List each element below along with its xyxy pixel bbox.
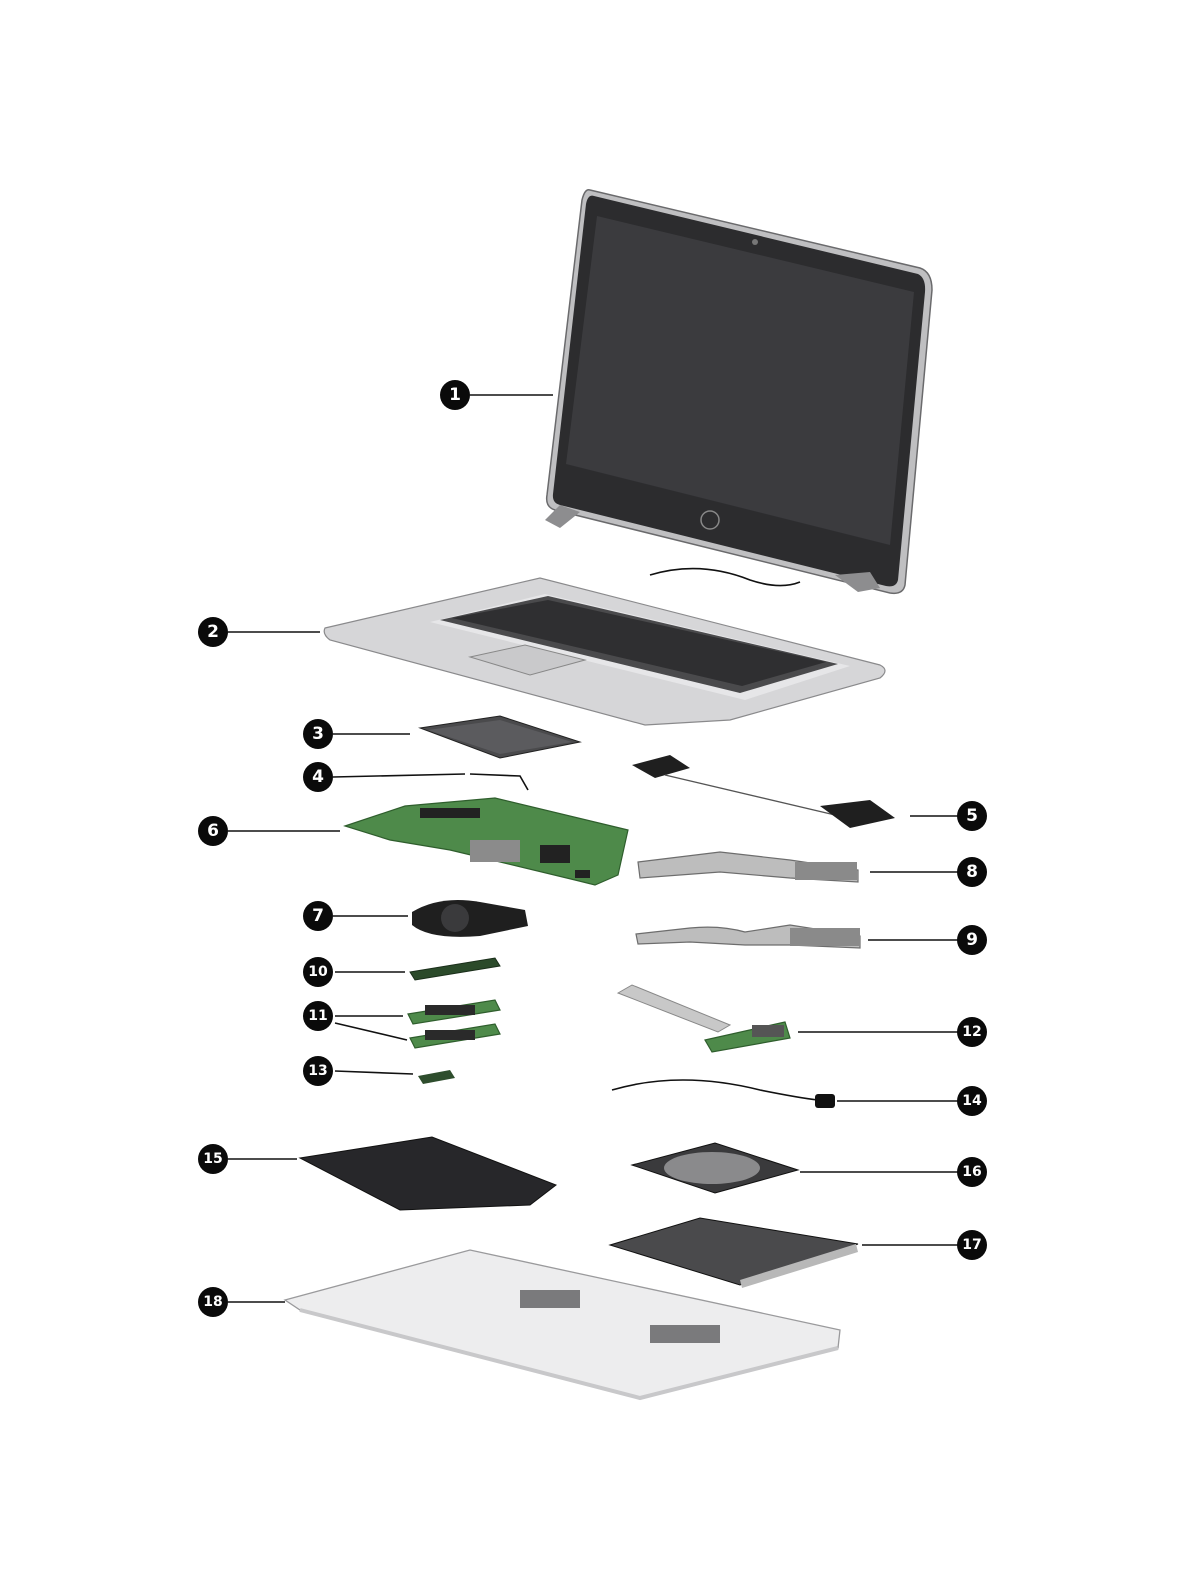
callout-17: 17	[957, 1230, 987, 1260]
system-board	[345, 798, 628, 885]
callout-10: 10	[303, 957, 333, 987]
optical-drive	[610, 1218, 858, 1288]
svg-text:5: 5	[966, 806, 978, 826]
speakers	[632, 755, 895, 828]
callout-14: 14	[957, 1086, 987, 1116]
svg-text:8: 8	[966, 862, 978, 882]
callout-6: 6	[198, 816, 228, 846]
svg-text:9: 9	[966, 930, 978, 950]
heat-sink-8	[638, 852, 858, 882]
svg-text:17: 17	[962, 1237, 981, 1253]
svg-text:13: 13	[308, 1063, 327, 1079]
wlan-module	[418, 1070, 455, 1084]
callout-11: 11	[303, 1001, 333, 1031]
touchpad	[420, 716, 580, 758]
svg-text:15: 15	[203, 1151, 222, 1167]
svg-text:16: 16	[962, 1164, 981, 1180]
fan	[412, 900, 528, 937]
callout-1: 1	[440, 380, 470, 410]
svg-text:18: 18	[203, 1294, 222, 1310]
usb-board-cable	[618, 985, 790, 1052]
callout-9: 9	[957, 925, 987, 955]
touchpad-cable	[470, 774, 528, 790]
svg-text:12: 12	[962, 1024, 981, 1040]
svg-text:3: 3	[312, 724, 324, 744]
callout-13: 13	[303, 1056, 333, 1086]
solid-state-drive	[410, 958, 500, 980]
svg-text:10: 10	[308, 964, 328, 980]
callout-4: 4	[303, 762, 333, 792]
callout-15: 15	[198, 1144, 228, 1174]
svg-text:11: 11	[308, 1008, 327, 1024]
callout-12: 12	[957, 1017, 987, 1047]
svg-text:6: 6	[207, 821, 219, 841]
callout-2: 2	[198, 617, 228, 647]
hard-drive	[632, 1143, 798, 1193]
battery	[300, 1137, 556, 1210]
svg-text:7: 7	[312, 906, 324, 926]
callout-7: 7	[303, 901, 333, 931]
top-cover-keyboard	[324, 578, 885, 725]
svg-text:4: 4	[312, 767, 324, 787]
svg-text:14: 14	[962, 1093, 982, 1109]
callout-8: 8	[957, 857, 987, 887]
svg-text:2: 2	[207, 622, 219, 642]
memory-modules	[408, 1000, 500, 1048]
heat-sink-9	[636, 925, 860, 948]
callout-3: 3	[303, 719, 333, 749]
power-connector-cable	[612, 1080, 835, 1108]
callout-18: 18	[198, 1287, 228, 1317]
svg-text:1: 1	[449, 385, 461, 405]
callout-16: 16	[957, 1157, 987, 1187]
callout-5: 5	[957, 801, 987, 831]
display-assembly	[545, 190, 932, 594]
